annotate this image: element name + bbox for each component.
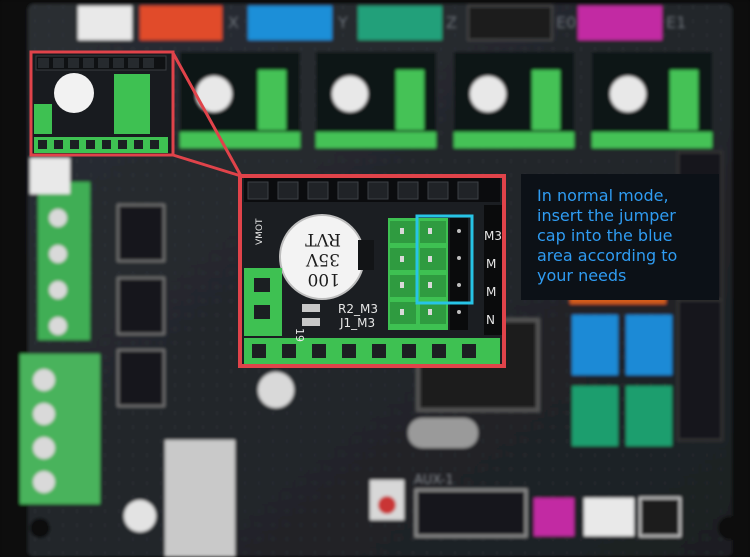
capacitor-line-1: 100 — [308, 269, 340, 289]
axis-label-z: Z — [446, 13, 457, 32]
r2-label: R2_M3 — [338, 302, 378, 316]
vmot-label: VMOT — [255, 218, 265, 245]
m-label-4: N — [486, 313, 495, 327]
axis-labels: X Y Z E0 E1 — [228, 13, 686, 32]
jumper-highlight-box — [415, 214, 474, 305]
axis-label-x: X — [228, 13, 239, 32]
m-label-1: M3 — [484, 229, 502, 243]
annotation-line-2: insert the jumper — [537, 206, 676, 225]
m-label-3: M — [486, 285, 496, 299]
zoomed-inset-frame — [238, 174, 506, 368]
zoomed-inset: VMOT 19 R2_M3 J1_M3 M3 M M N 100 35V RVT — [238, 174, 506, 368]
small-highlight-inset — [29, 50, 175, 157]
capacitor-line-2: 35V — [305, 249, 340, 269]
annotation-line-4: area according to — [537, 246, 678, 265]
axis-label-e1: E1 — [666, 13, 686, 32]
j1-label: J1_M3 — [339, 316, 375, 330]
axis-label-y: Y — [337, 13, 348, 32]
zoom-line-bottom — [172, 153, 242, 178]
axis-label-e0: E0 — [556, 13, 576, 32]
annotation-line-1: In normal mode, — [537, 186, 669, 205]
annotation-callout: In normal mode, insert the jumper cap in… — [521, 174, 719, 300]
annotation-line-5: your needs — [537, 266, 627, 285]
capacitor-line-3: RVT — [305, 229, 341, 249]
label-19: 19 — [293, 328, 306, 342]
m-label-2: M — [486, 257, 496, 271]
aux-label: AUX-1 — [414, 473, 454, 488]
zoom-line-top — [171, 52, 243, 177]
annotation-line-3: cap into the blue — [537, 226, 673, 245]
